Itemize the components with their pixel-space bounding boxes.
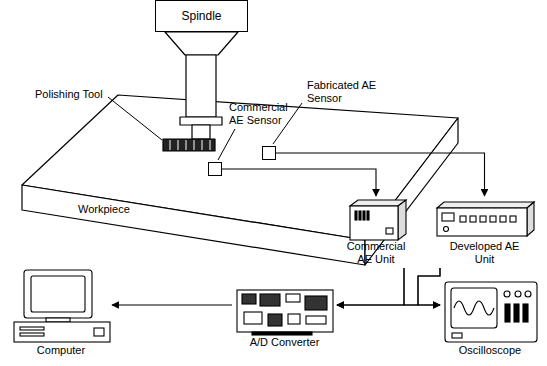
workpiece-front: [22, 185, 365, 265]
ae-sensor: Commercial AE Sensor: [208, 162, 222, 176]
part-label: Polishing Tool: [35, 88, 103, 101]
ad-converter: A/D Converter: [232, 286, 337, 351]
signal-connector: [404, 268, 440, 305]
node-label: Commercial AE Unit: [343, 240, 409, 266]
computer: Computer: [10, 266, 112, 359]
node-label: Commercial AE Sensor: [229, 101, 301, 127]
node-label: Developed AE Unit: [443, 240, 527, 266]
oscilloscope-figure: [445, 282, 537, 342]
commercial-ae-unit-figure: [350, 200, 406, 240]
signal-connector: [418, 268, 440, 305]
node-label: Workpiece: [78, 203, 168, 216]
computer-figure: [14, 270, 110, 342]
polishing-pad: [163, 139, 215, 151]
oscilloscope: Oscilloscope: [440, 278, 540, 359]
node-label: Fabricated AE Sensor: [307, 79, 379, 105]
signal-connector: [112, 304, 232, 305]
spindle-shaft: [186, 55, 216, 117]
ad-board-figure: [237, 290, 333, 335]
ae-sensor: Fabricated AE Sensor: [262, 146, 276, 160]
node-label: Spindle: [181, 10, 221, 23]
node-label: Computer: [10, 344, 112, 357]
signal-connector: [276, 153, 485, 196]
ae-unit: Developed AE Unit: [432, 196, 537, 268]
pad-texture: [170, 140, 210, 150]
ae-unit: Commercial AE Unit: [343, 196, 409, 268]
tool-collar: [180, 117, 222, 125]
developed-ae-unit-figure: [437, 202, 534, 236]
signal-connector: [337, 268, 440, 305]
node-label: A/D Converter: [232, 336, 337, 349]
leader-line: [108, 97, 162, 140]
spindle-taper: [165, 32, 238, 55]
signal-connector: [337, 268, 404, 305]
spindle-box: Spindle: [155, 0, 248, 32]
leader-line: [218, 129, 235, 160]
node-label: Oscilloscope: [440, 344, 540, 357]
signal-connector: [222, 169, 376, 196]
tool-stem: [192, 125, 210, 139]
